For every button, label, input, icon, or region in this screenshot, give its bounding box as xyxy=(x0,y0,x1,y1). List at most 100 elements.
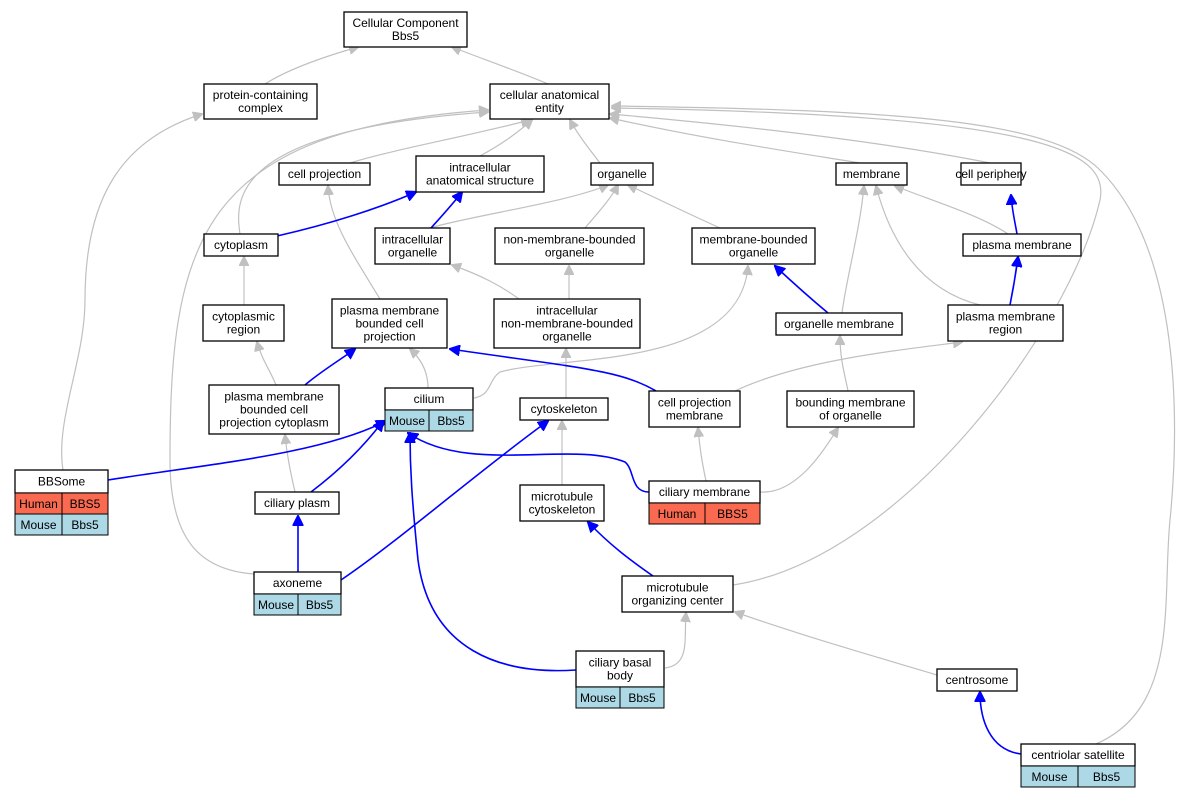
is-a-edge-5 xyxy=(570,120,601,164)
node-label: organelle xyxy=(542,330,592,344)
part-of-edge-46 xyxy=(408,433,650,493)
node-label: centrosome xyxy=(946,673,1009,687)
node-box xyxy=(590,162,654,186)
node-label: intracellular xyxy=(449,161,510,175)
node-label: complex xyxy=(238,101,283,115)
node-label: cell projection xyxy=(288,167,361,181)
node-label: plasma membrane xyxy=(340,304,440,318)
species-label: Mouse xyxy=(20,518,56,532)
species-label: Mouse xyxy=(258,598,294,612)
node-label: membrane-bounded xyxy=(699,233,807,247)
is-a-edge-3 xyxy=(349,120,530,164)
node-label: organelle xyxy=(545,246,595,260)
node-box xyxy=(575,650,665,688)
is-a-edge-1 xyxy=(452,47,549,85)
species-label: Human xyxy=(658,507,697,521)
node-label: BBSome xyxy=(38,475,86,489)
node-label: organelle xyxy=(729,246,779,260)
node-label: organelle membrane xyxy=(784,317,894,331)
node-label: projection xyxy=(363,330,415,344)
node-label: membrane xyxy=(666,409,724,423)
is-a-edge-32 xyxy=(664,613,686,669)
node-cellproj: cell projection xyxy=(278,162,371,186)
node-label: bounded cell xyxy=(355,317,423,331)
part-of-edge-34 xyxy=(276,192,416,237)
node-label: organizing center xyxy=(631,594,723,608)
node-box xyxy=(203,233,279,257)
node-cytoplasm: cytoplasm xyxy=(203,233,279,257)
node-label: microtubule xyxy=(646,581,708,595)
node-label: body xyxy=(607,669,633,683)
gene-cell xyxy=(297,593,342,616)
is-a-edge-28 xyxy=(285,435,296,493)
species-label: Mouse xyxy=(1031,770,1067,784)
node-label: cell periphery xyxy=(955,167,1026,181)
edge-layer xyxy=(61,47,1176,758)
node-label: bounding membrane xyxy=(795,396,905,410)
node-label: cell projection xyxy=(658,396,731,410)
node-box xyxy=(786,390,915,428)
node-pm: plasma membrane xyxy=(962,233,1082,257)
node-periph: cell periphery xyxy=(955,162,1027,186)
gene-label: Bbs5 xyxy=(1093,770,1121,784)
node-box xyxy=(493,298,641,349)
node-box xyxy=(691,227,816,265)
node-box xyxy=(962,233,1082,257)
node-label: Cellular Component xyxy=(352,16,459,30)
part-of-edge-36 xyxy=(1011,195,1018,235)
part-of-edge-42 xyxy=(310,421,383,493)
gene-label: BBS5 xyxy=(70,497,101,511)
gene-cell xyxy=(619,686,665,709)
is-a-edge-13 xyxy=(584,185,618,229)
part-of-edge-39 xyxy=(304,349,355,386)
part-of-edge-47 xyxy=(588,522,654,577)
node-label: ciliary basal xyxy=(589,656,652,670)
node-label: intracellular xyxy=(536,304,597,318)
node-box xyxy=(947,304,1064,342)
part-of-edge-41 xyxy=(107,421,386,481)
node-box xyxy=(775,312,903,336)
node-label: cytoskeleton xyxy=(529,503,596,517)
node-box xyxy=(519,397,609,421)
node-label: Bbs5 xyxy=(392,29,420,43)
node-box xyxy=(648,390,741,428)
node-label: of organelle xyxy=(819,409,882,423)
node-label: membrane xyxy=(843,167,901,181)
node-box xyxy=(960,162,1022,186)
part-of-edge-44 xyxy=(340,421,548,581)
is-a-edge-23 xyxy=(410,349,429,389)
part-of-edge-35 xyxy=(430,192,462,229)
node-label: plasma membrane xyxy=(972,238,1072,252)
node-box xyxy=(208,384,340,435)
part-of-edge-38 xyxy=(775,266,829,314)
node-label: cellular anatomical xyxy=(500,88,599,102)
node-label: microtubule xyxy=(531,490,593,504)
node-layer: Cellular ComponentBbs5protein-containing… xyxy=(14,11,1136,788)
is-a-edge-27 xyxy=(840,336,849,392)
gene-cell xyxy=(704,502,761,525)
gene-cell xyxy=(1077,765,1136,788)
node-label: region xyxy=(989,323,1022,337)
node-label: plasma membrane xyxy=(224,390,324,404)
is-a-edge-33 xyxy=(735,612,938,676)
node-label: cytoplasmic xyxy=(212,310,275,324)
node-organelle: organelle xyxy=(590,162,654,186)
species-label: Human xyxy=(19,497,58,511)
node-label: cytoskeleton xyxy=(531,402,598,416)
part-of-edge-45 xyxy=(410,433,577,672)
node-box xyxy=(331,298,448,349)
gene-label: Bbs5 xyxy=(71,518,99,532)
is-a-edge-26 xyxy=(734,342,962,392)
is-a-edge-19 xyxy=(841,186,864,314)
gene-label: Bbs5 xyxy=(628,691,656,705)
